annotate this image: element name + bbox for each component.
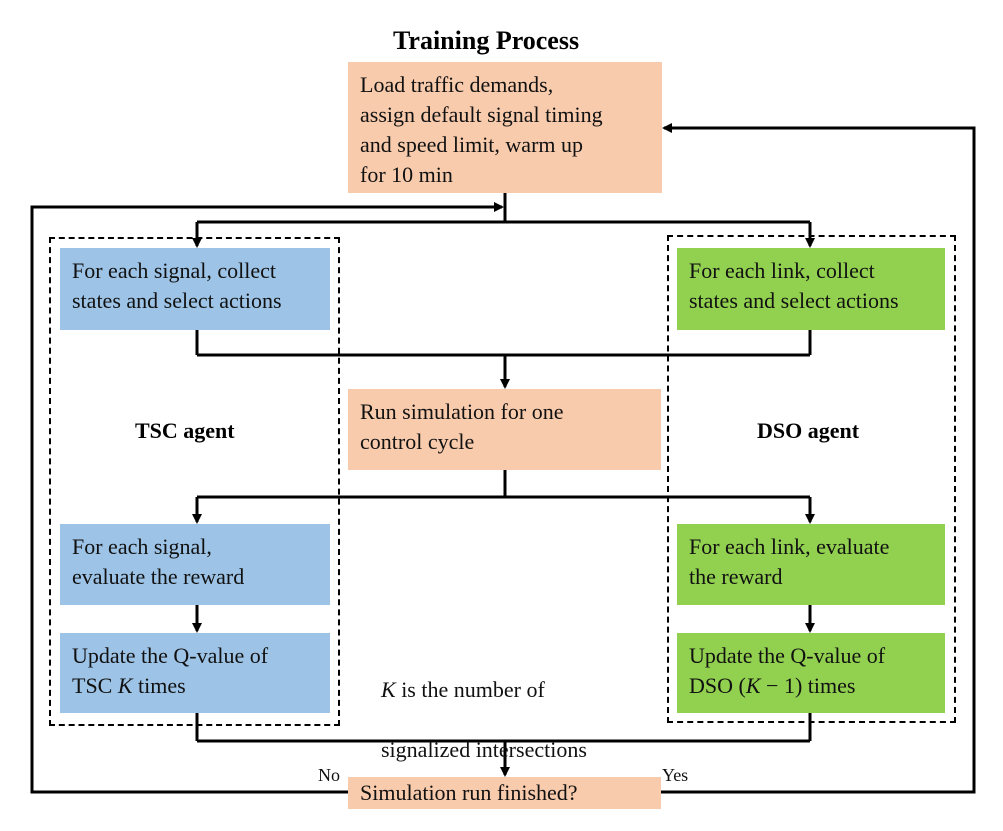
simulation-finished-text: Simulation run finished? <box>360 780 578 805</box>
dso-collect-text: For each link, collect states and select… <box>689 258 899 313</box>
tsc-reward-text: For each signal, evaluate the reward <box>72 534 245 589</box>
dso-collect-node: For each link, collect states and select… <box>677 248 945 330</box>
branch-no-label: No <box>318 765 340 785</box>
k-definition-note: K is the number of signalized intersecti… <box>381 645 587 795</box>
tsc-update-line2: TSC K times <box>72 671 318 701</box>
tsc-update-line1: Update the Q-value of <box>72 643 269 668</box>
edge-yes-loop <box>660 126 976 794</box>
edge-no-loop <box>30 205 497 794</box>
branch-yes-label: Yes <box>662 765 689 785</box>
dso-update-prefix: DSO ( <box>689 673 746 698</box>
dso-agent-label: DSO agent <box>757 418 860 443</box>
diagram-title: Training Process <box>393 26 580 55</box>
tsc-update-suffix: times <box>132 673 186 698</box>
k-note-variable: K <box>381 677 396 702</box>
dso-reward-text: For each link, evaluate the reward <box>689 534 890 589</box>
tsc-reward-node: For each signal, evaluate the reward <box>60 524 330 605</box>
dso-agent-container <box>667 235 956 723</box>
run-simulation-node: Run simulation for one control cycle <box>348 389 661 470</box>
dso-update-variable: K <box>745 673 761 698</box>
dso-update-line1: Update the Q-value of <box>689 643 886 668</box>
k-note-line1: K is the number of <box>381 675 587 705</box>
tsc-collect-text: For each signal, collect states and sele… <box>72 258 282 313</box>
k-note-line1-text: is the number of <box>395 677 545 702</box>
dso-update-line2: DSO (K − 1) times <box>689 671 933 701</box>
tsc-collect-node: For each signal, collect states and sele… <box>60 248 330 330</box>
dso-reward-node: For each link, evaluate the reward <box>677 524 945 605</box>
tsc-update-node: Update the Q-value of TSC K times <box>60 633 330 713</box>
tsc-agent-container <box>49 237 340 726</box>
load-traffic-text: Load traffic demands, assign default sig… <box>360 72 603 187</box>
tsc-update-variable: K <box>117 673 133 698</box>
dso-update-node: Update the Q-value of DSO (K − 1) times <box>677 633 945 713</box>
dso-update-suffix: − 1) times <box>760 673 856 698</box>
tsc-update-prefix: TSC <box>72 673 118 698</box>
simulation-finished-node: Simulation run finished? <box>348 777 661 809</box>
load-traffic-node: Load traffic demands, assign default sig… <box>348 62 662 193</box>
tsc-agent-label: TSC agent <box>135 418 235 443</box>
run-simulation-text: Run simulation for one control cycle <box>360 399 564 454</box>
k-note-line2: signalized intersections <box>381 737 587 762</box>
